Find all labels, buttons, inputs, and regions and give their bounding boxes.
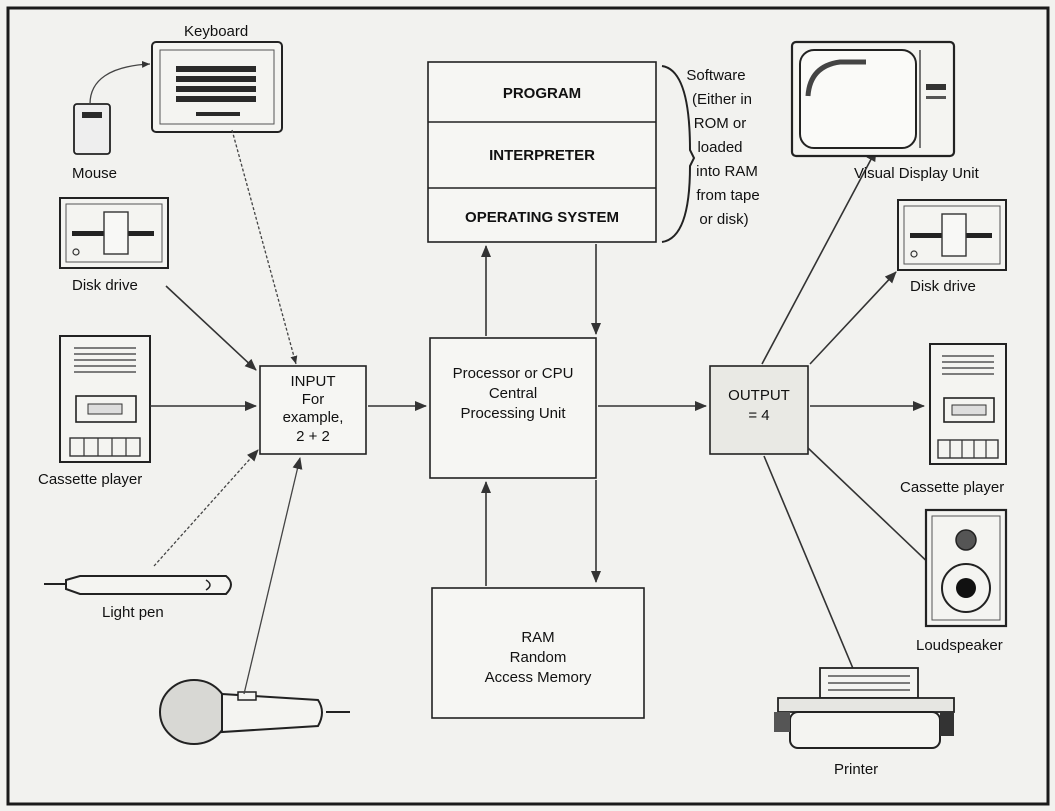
vdu-label: Visual Display Unit [854,165,980,182]
input-box [259,365,367,455]
software-brace [661,65,696,243]
software-note-line5: into RAM [696,163,758,180]
output-line2: = 4 [748,407,769,424]
operating-system-layer: OPERATING SYSTEM [465,209,619,226]
light-pen-label: Light pen [102,604,164,621]
diagram-frame [6,6,1050,806]
cassette-player-input-icon [59,335,151,463]
cpu-box [429,337,597,479]
software-note-line1: Software [686,67,745,84]
disk-drive-input-icon [59,197,169,269]
mouse-icon [73,60,151,155]
cassette-player-output-label: Cassette player [900,479,1004,496]
mouse-label: Mouse [72,165,117,182]
microphone-icon [159,679,350,745]
cassette-player-input-label: Cassette player [38,471,142,488]
light-pen-icon [44,575,232,595]
input-box-line3: example, [283,409,344,426]
software-note-line7: or disk) [699,211,748,228]
cassette-player-output-icon [929,343,1007,465]
output-box [709,365,809,455]
software-stack [427,61,657,243]
ram-line2: Random [510,649,567,666]
keyboard-icon [151,41,283,133]
printer-icon [774,667,955,749]
input-box-line2: For [302,391,325,408]
output-line1: OUTPUT [728,387,790,404]
cpu-line2: Central [489,385,537,402]
software-note-line4: loaded [697,139,742,156]
ram-line1: RAM [521,629,554,646]
input-box-line4: 2 + 2 [296,428,330,445]
cpu-line3: Processing Unit [460,405,566,422]
ram-box [431,587,645,719]
disk-drive-output-icon [897,199,1007,271]
software-note-line2: (Either in [692,91,752,108]
cpu-line1: Processor or CPU [453,365,574,382]
disk-drive-output-label: Disk drive [910,278,976,295]
software-note-line6: from tape [696,187,759,204]
loudspeaker-label: Loudspeaker [916,637,1003,654]
interpreter-layer: INTERPRETER [489,147,595,164]
input-box-line1: INPUT [291,373,336,390]
printer-label: Printer [834,761,878,778]
software-note-line3: ROM or [694,115,747,132]
disk-drive-input-label: Disk drive [72,277,138,294]
program-layer: PROGRAM [503,85,581,102]
ram-line3: Access Memory [485,669,592,686]
visual-display-unit-icon [790,40,956,158]
loudspeaker-icon [924,508,1008,628]
keyboard-label: Keyboard [184,23,248,40]
